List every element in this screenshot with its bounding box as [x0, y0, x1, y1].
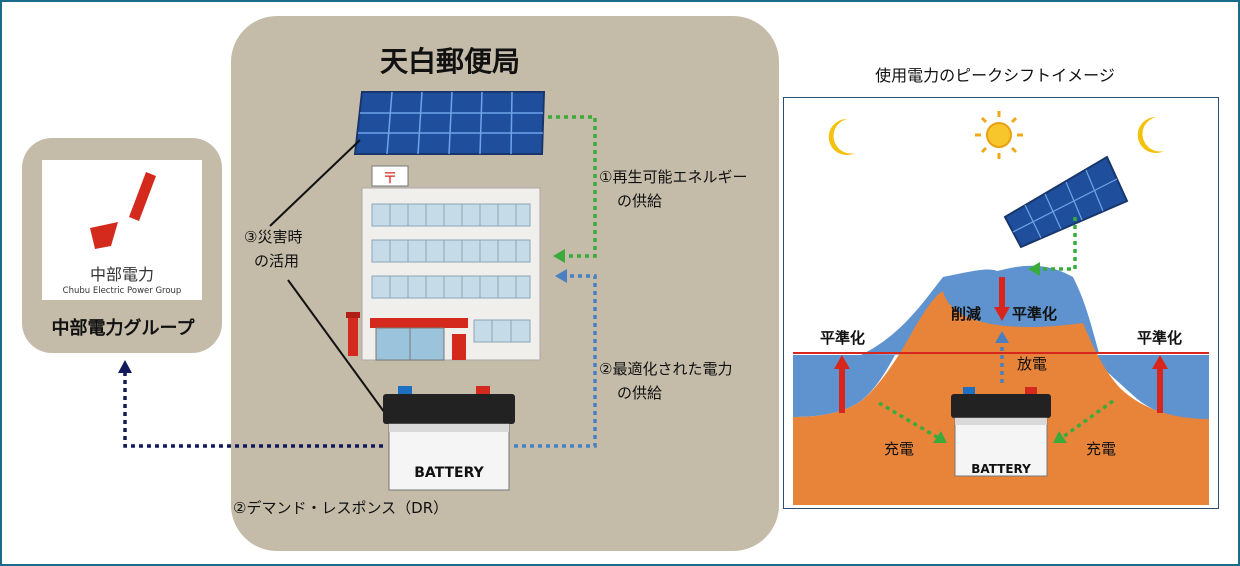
demand-response-label: ②デマンド・レスポンス（DR） [233, 499, 449, 517]
peak-shift-title: 使用電力のピークシフトイメージ [875, 66, 1115, 85]
company-logo-mark [90, 172, 156, 249]
disaster-use-lines [269, 139, 391, 421]
charge-label-right: 充電 [1086, 440, 1117, 458]
moon-icon [828, 118, 855, 155]
leveling-label-right: 平準化 [1137, 329, 1183, 347]
office-title: 天白郵便局 [379, 45, 520, 78]
disaster-label-line2: の活用 [254, 252, 300, 270]
flow-diagram: 〒 [90, 91, 597, 491]
optimized-label-line2: の供給 [617, 384, 663, 402]
battery-label: BATTERY [971, 462, 1031, 476]
logo-text-en: Chubu Electric Power Group [62, 286, 182, 296]
renewable-flow-arrow [548, 115, 597, 258]
renewable-arrowhead [553, 249, 565, 263]
solar-to-peak-arrow [1038, 217, 1077, 271]
leveling-arrows [834, 277, 1168, 413]
company-name: 中部電力グループ [51, 318, 195, 339]
solar-panel-icon [1003, 155, 1129, 249]
charge-arrowhead-right [1053, 431, 1067, 443]
optimized-flow-arrow [514, 274, 597, 448]
discharge-label: 放電 [1017, 355, 1048, 373]
optimized-arrowhead [555, 269, 567, 283]
renewable-label-line1: ①再生可能エネルギー [599, 168, 748, 186]
solar-arrowhead [1028, 262, 1040, 276]
leveling-area-right [1087, 355, 1209, 420]
solar-panel-icon [353, 91, 546, 155]
dr-arrowhead [118, 360, 132, 373]
charge-label-left: 充電 [884, 440, 915, 458]
company-logo-card [42, 160, 202, 300]
battery-icon: BATTERY [951, 387, 1051, 477]
sun-icon [975, 111, 1023, 159]
reduction-label: 削減 [951, 305, 982, 323]
battery-icon: BATTERY [383, 386, 515, 491]
post-office-building: 〒 [346, 165, 541, 361]
charge-arrowhead-left [933, 431, 947, 443]
renewable-label-line2: の供給 [617, 192, 663, 210]
charge-arrows [878, 399, 1115, 439]
moon-icon [1137, 116, 1164, 153]
disaster-label-line1: ③災害時 [244, 228, 303, 246]
leveling-label-left: 平準化 [820, 329, 866, 347]
peak-shift-diagram: BATTERY [793, 111, 1209, 505]
leveling-label-top: 平準化 [1012, 305, 1058, 323]
discharge-arrowhead [995, 331, 1009, 343]
dr-flow-arrow [123, 372, 383, 448]
svg-text:〒: 〒 [382, 169, 397, 187]
optimized-label-line1: ②最適化された電力 [599, 360, 733, 378]
logo-text-jp: 中部電力 [89, 265, 154, 284]
battery-label: BATTERY [414, 465, 484, 481]
